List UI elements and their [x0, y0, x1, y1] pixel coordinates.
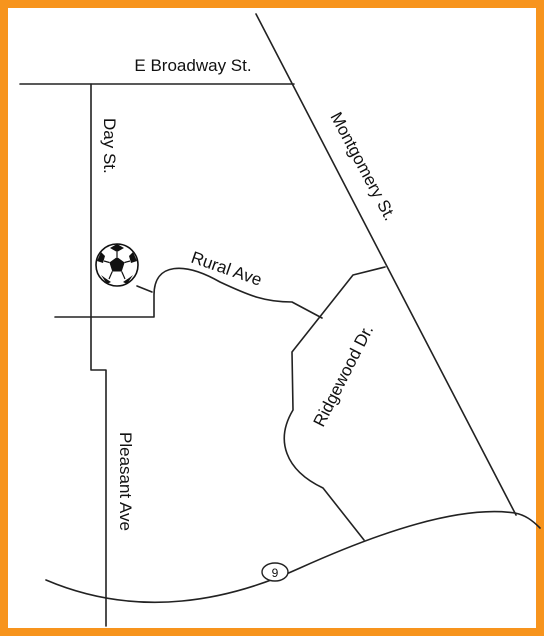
road-ridgewood-stub: [136, 285, 153, 293]
road-ridgewood: [283, 266, 386, 541]
label-day-st: Day St.: [100, 118, 119, 174]
road-route-9: [45, 510, 541, 604]
soccer-ball-icon: [95, 243, 139, 287]
route-9-number: 9: [272, 566, 279, 580]
label-e-broadway: E Broadway St.: [134, 56, 251, 75]
label-pleasant-ave: Pleasant Ave: [116, 432, 135, 531]
road-rural-ave: [54, 267, 323, 319]
road-day-st: [90, 83, 107, 627]
road-montgomery: [255, 13, 517, 516]
route-9-shield: 9: [261, 562, 289, 582]
